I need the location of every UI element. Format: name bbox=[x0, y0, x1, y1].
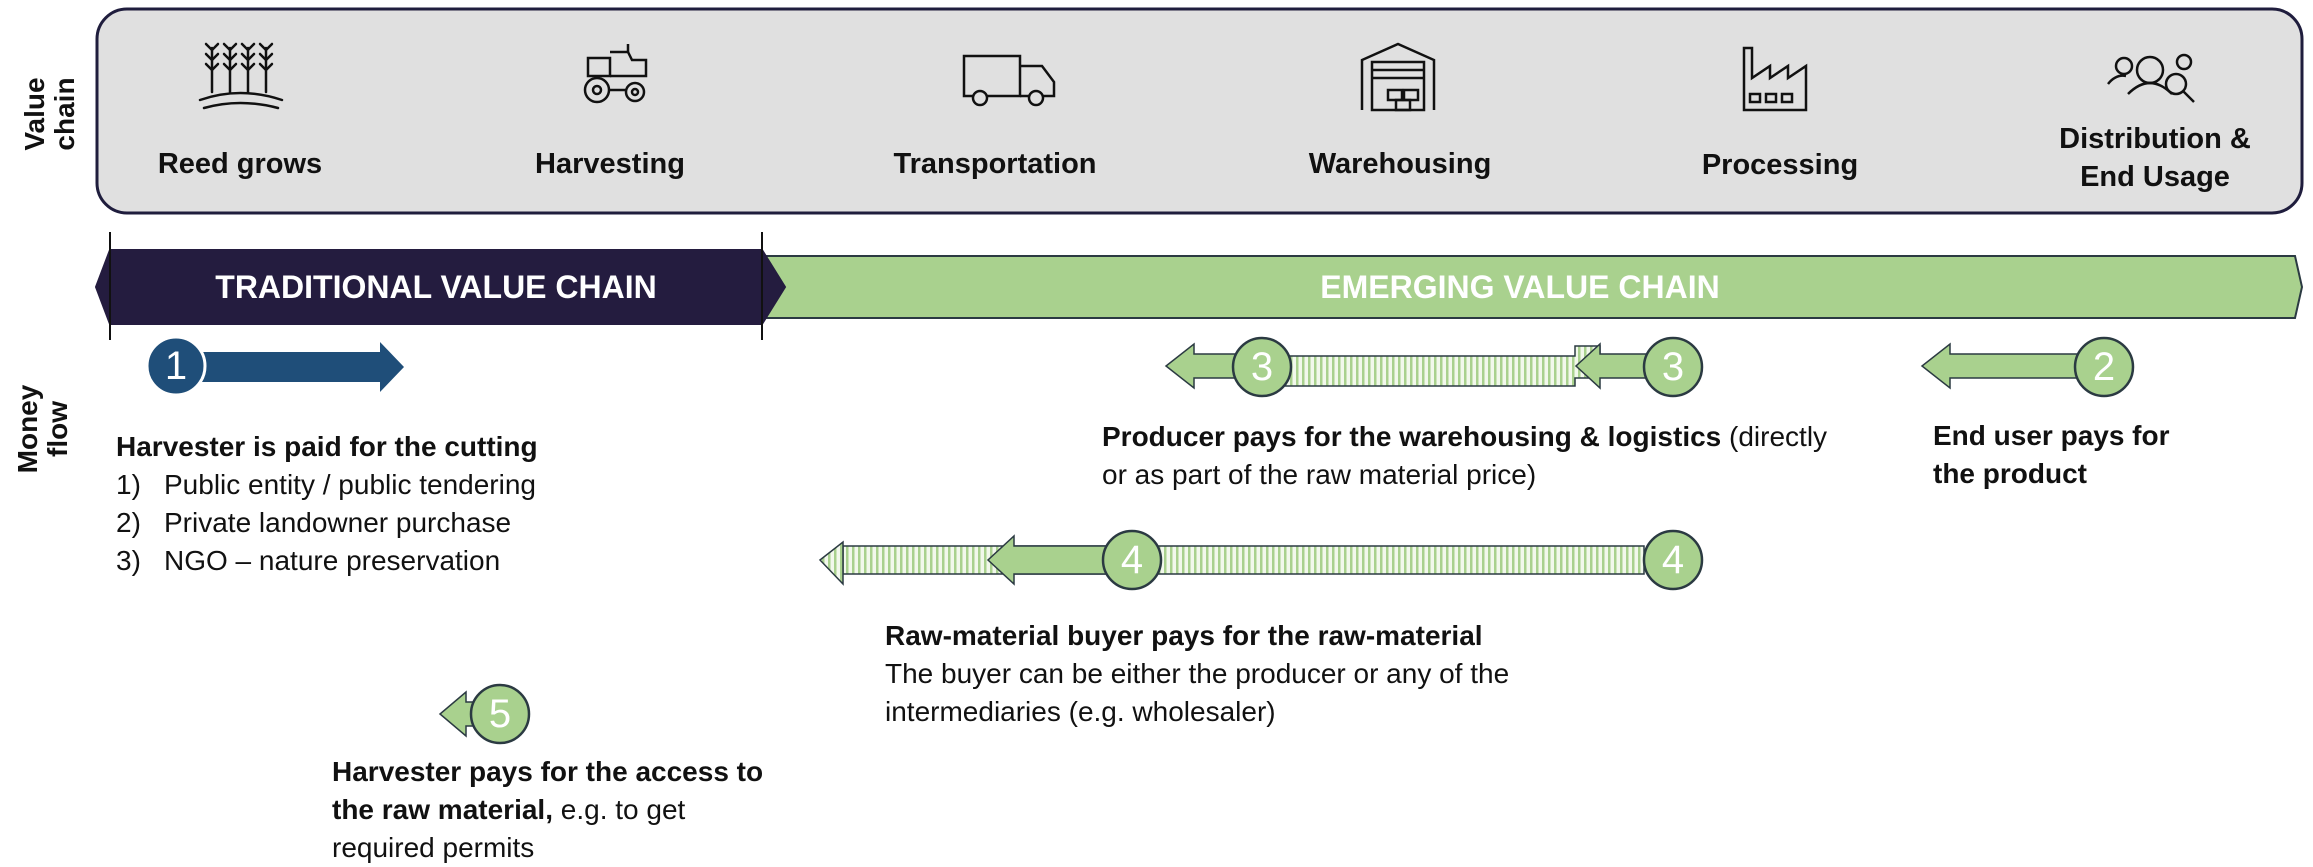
tractor-icon bbox=[583, 44, 648, 104]
list-item-text: NGO – nature preservation bbox=[164, 545, 501, 576]
traditional-banner-label: TRADITIONAL VALUE CHAIN bbox=[215, 269, 657, 305]
note-harvester-access: Harvester pays for the access to the raw… bbox=[332, 753, 852, 867]
note-end-user-line1: End user pays for bbox=[1933, 420, 2170, 451]
stage-reed-grows: Reed grows bbox=[157, 148, 323, 180]
note-raw-material-buyer-title: Raw-material buyer pays for the raw-mate… bbox=[885, 620, 1483, 651]
note-harvester-access-rest2: e.g. to get bbox=[552, 794, 686, 825]
money-flow-arrow-5 bbox=[438, 683, 531, 745]
money-flow-arrow-2 bbox=[1920, 336, 2135, 398]
flow-number-3-right: 3 bbox=[1661, 345, 1685, 389]
note-raw-material-buyer-line2: intermediaries (e.g. wholesaler) bbox=[885, 696, 1276, 727]
stage-distribution-line2: End Usage bbox=[2080, 161, 2230, 193]
truck-icon bbox=[962, 54, 1056, 107]
flow-number-4-right: 4 bbox=[1661, 538, 1685, 582]
list-item-number: 1) bbox=[116, 469, 141, 500]
flow-number-4-left: 4 bbox=[1120, 538, 1144, 582]
stage-harvesting: Harvesting bbox=[535, 148, 685, 180]
note-end-user: End user pays for the product bbox=[1933, 417, 2263, 493]
stage-transportation: Transportation bbox=[893, 148, 1097, 180]
stage-warehousing: Warehousing bbox=[1308, 148, 1492, 180]
flow-number-3-left: 3 bbox=[1250, 345, 1274, 389]
value-chain-panel bbox=[95, 7, 2304, 215]
list-item-text: Public entity / public tendering bbox=[164, 469, 536, 500]
money-flow-side-label: Money flow bbox=[12, 384, 73, 474]
list-item: 1) Public entity / public tendering bbox=[116, 466, 676, 504]
note-harvester-paid: Harvester is paid for the cutting 1) Pub… bbox=[116, 428, 676, 580]
note-harvester-paid-title: Harvester is paid for the cutting bbox=[116, 431, 538, 462]
emerging-banner-label: EMERGING VALUE CHAIN bbox=[1320, 269, 1720, 305]
flow-number-2: 2 bbox=[2092, 345, 2116, 389]
note-raw-material-buyer: Raw-material buyer pays for the raw-mate… bbox=[885, 617, 1685, 731]
money-flow-arrow-3 bbox=[1164, 336, 1704, 398]
flow-number-1: 1 bbox=[164, 344, 188, 388]
list-item: 3) NGO – nature preservation bbox=[116, 542, 676, 580]
user-search-icon bbox=[2107, 53, 2195, 103]
note-producer-pays: Producer pays for the warehousing & logi… bbox=[1102, 418, 1902, 494]
list-item-text: Private landowner purchase bbox=[164, 507, 512, 538]
stage-processing: Processing bbox=[1701, 149, 1859, 181]
factory-icon bbox=[1742, 46, 1808, 112]
note-harvester-access-line1: Harvester pays for the access to bbox=[332, 756, 764, 787]
note-harvester-access-line3: required permits bbox=[332, 832, 535, 863]
list-item-number: 3) bbox=[116, 545, 141, 576]
payment-sources-list: 1) Public entity / public tendering 2) P… bbox=[116, 466, 676, 580]
warehouse-icon bbox=[1360, 42, 1436, 112]
stage-distribution-line1: Distribution & bbox=[2059, 123, 2251, 155]
note-harvester-access-bold2: the raw material, bbox=[332, 794, 553, 825]
note-end-user-line2: the product bbox=[1933, 458, 2087, 489]
stage-distribution-end-usage: Distribution & End Usage bbox=[2030, 120, 2280, 196]
list-item-number: 2) bbox=[116, 507, 141, 538]
note-producer-pays-rest: (directly bbox=[1721, 421, 1828, 452]
value-chain-side-label: Value chain bbox=[19, 77, 80, 151]
money-flow-arrow-4 bbox=[818, 529, 1704, 591]
note-raw-material-buyer-line1: The buyer can be either the producer or … bbox=[885, 658, 1510, 689]
note-producer-pays-line2: or as part of the raw material price) bbox=[1102, 459, 1537, 490]
flow-number-5: 5 bbox=[488, 692, 512, 736]
note-producer-pays-bold: Producer pays for the warehousing & logi… bbox=[1102, 421, 1722, 452]
wheat-icon bbox=[198, 42, 284, 110]
money-flow-arrow-1 bbox=[145, 335, 404, 397]
list-item: 2) Private landowner purchase bbox=[116, 504, 676, 542]
